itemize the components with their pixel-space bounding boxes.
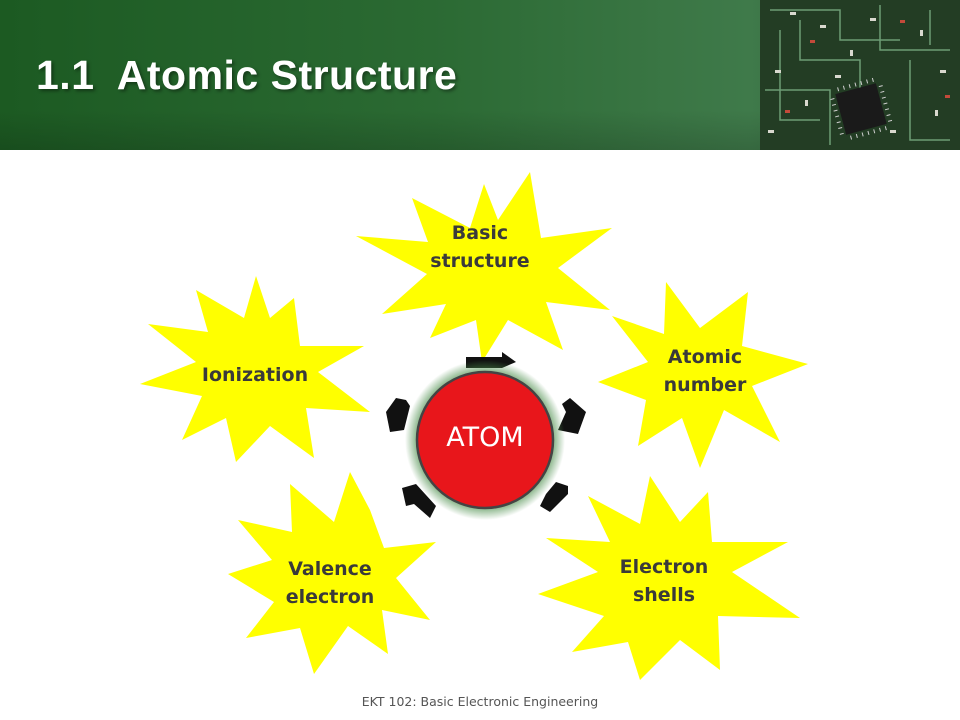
cycle-arrow-left bbox=[386, 398, 410, 432]
atom-center-label: ATOM bbox=[446, 422, 524, 453]
slide-footer: EKT 102: Basic Electronic Engineering bbox=[361, 694, 599, 709]
starburst-ionization bbox=[140, 276, 370, 462]
starburst-atomic-number bbox=[598, 282, 808, 468]
starburst-basic-structure bbox=[356, 172, 612, 362]
node-atomic-number: Atomic number bbox=[663, 346, 747, 396]
node-electron-shells: Electron shells bbox=[619, 556, 709, 606]
atom-cycle-diagram: ATOM Basic structure Atomic number Elect… bbox=[0, 150, 960, 690]
cycle-arrow-bottom-right bbox=[540, 482, 568, 512]
starburst-electron-shells bbox=[538, 476, 800, 680]
cycle-arrow-bottom-left bbox=[402, 484, 436, 518]
slide-title: 1.1 Atomic Structure bbox=[36, 52, 458, 98]
node-basic-structure: Basic structure bbox=[430, 222, 530, 272]
atom-circle bbox=[415, 370, 555, 510]
cycle-arrow-right bbox=[558, 398, 586, 434]
circuit-board-image bbox=[760, 0, 960, 150]
node-ionization: Ionization bbox=[201, 364, 309, 386]
diagram-canvas bbox=[140, 172, 808, 680]
header-banner: 1.1 Atomic Structure bbox=[0, 0, 960, 150]
starburst-valence-electron bbox=[228, 472, 436, 674]
node-valence-electron: Valence electron bbox=[285, 558, 375, 608]
